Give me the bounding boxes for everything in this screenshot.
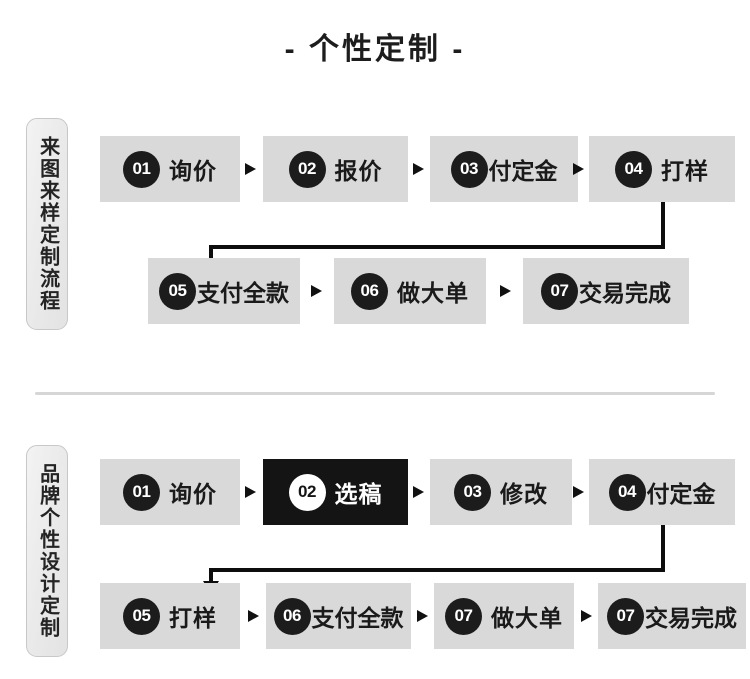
- arrow-right-icon: [417, 610, 428, 622]
- step-label: 打样: [661, 158, 709, 184]
- step-box-s2-03[interactable]: 03 修改: [430, 459, 572, 525]
- step-label: 询价: [169, 158, 217, 184]
- connector-vertical-right: [661, 202, 665, 249]
- arrow-right-icon: [413, 163, 424, 175]
- flow-row-1-1: 01 询价 02 报价 03 付定金 04 打样: [0, 136, 750, 202]
- step-number-badge: 07: [445, 597, 482, 635]
- page-title: - 个性定制 -: [284, 33, 466, 66]
- step-label: 支付全款: [197, 280, 289, 306]
- step-label: 做大单: [491, 605, 563, 631]
- arrow-right-icon: [245, 163, 256, 175]
- connector-vertical-left: [209, 245, 213, 261]
- step-box-s2-07b[interactable]: 07 交易完成: [598, 583, 746, 649]
- step-label: 报价: [334, 158, 383, 184]
- connector-horizontal: [209, 245, 665, 249]
- flow-row-1-2: 05 支付全款 06 做大单 07 交易完成: [0, 258, 750, 324]
- step-label: 交易完成: [645, 605, 737, 631]
- arrow-right-icon: [581, 610, 592, 622]
- step-box-s2-04[interactable]: 04 付定金: [589, 459, 735, 525]
- flow-section-custom-from-image: 来图来样定制流程 01 询价 02 报价 03 付定金 04 打样: [0, 110, 750, 340]
- step-box-s1-05[interactable]: 05 支付全款: [148, 258, 300, 324]
- step-label: 询价: [169, 481, 217, 507]
- arrow-right-icon: [311, 285, 322, 297]
- step-box-s1-06[interactable]: 06 做大单: [334, 258, 486, 324]
- step-number-badge: 04: [615, 150, 652, 188]
- section-side-label-text-1: 来图来样定制流程: [36, 136, 59, 312]
- section-side-label-1: 来图来样定制流程: [26, 118, 68, 330]
- step-label: 付定金: [646, 481, 716, 507]
- step-number-badge: 03: [450, 150, 488, 188]
- arrow-right-icon: [573, 486, 584, 498]
- step-number-badge: 06: [351, 272, 388, 310]
- connector-vertical-left: [209, 568, 213, 584]
- step-box-s2-06[interactable]: 06 支付全款: [266, 583, 411, 649]
- step-label: 交易完成: [579, 280, 671, 306]
- step-number-badge: 05: [159, 272, 196, 310]
- step-label: 选稿: [334, 481, 383, 507]
- flow-row-2-1: 01 询价 02 选稿 03 修改 04 付定金: [0, 459, 750, 525]
- step-box-s2-07a[interactable]: 07 做大单: [434, 583, 574, 649]
- step-number-badge: 01: [123, 150, 160, 188]
- step-box-s1-03[interactable]: 03 付定金: [430, 136, 578, 202]
- arrow-right-icon: [248, 610, 259, 622]
- flow-row-2-2: 05 打样 06 支付全款 07 做大单 07 交易完成: [0, 583, 750, 649]
- step-number-badge: 03: [454, 473, 491, 511]
- step-box-s1-07[interactable]: 07 交易完成: [523, 258, 689, 324]
- arrow-right-icon: [245, 486, 256, 498]
- section-side-label-text-2: 品牌个性设计定制: [36, 463, 59, 639]
- arrow-right-icon: [573, 163, 584, 175]
- section-divider: [35, 392, 715, 395]
- flow-section-brand-custom-design: 品牌个性设计定制 01 询价 02 选稿 03 修改 04 付定金: [0, 437, 750, 667]
- step-number-badge: 01: [123, 473, 160, 511]
- step-number-badge: 06: [273, 597, 311, 635]
- step-number-badge: 05: [123, 597, 160, 635]
- step-number-badge: 07: [607, 597, 644, 635]
- step-box-s1-02[interactable]: 02 报价: [263, 136, 408, 202]
- step-number-badge: 04: [608, 473, 646, 511]
- step-label: 支付全款: [311, 605, 404, 631]
- step-box-s1-04[interactable]: 04 打样: [589, 136, 735, 202]
- step-box-s1-01[interactable]: 01 询价: [100, 136, 240, 202]
- step-label: 修改: [500, 481, 548, 507]
- connector-vertical-right: [661, 525, 665, 572]
- step-number-badge: 02: [288, 473, 326, 511]
- section-side-label-2: 品牌个性设计定制: [26, 445, 68, 657]
- step-box-s2-02-highlighted[interactable]: 02 选稿: [263, 459, 408, 525]
- connector-horizontal: [209, 568, 665, 572]
- step-number-badge: 02: [288, 150, 326, 188]
- step-number-badge: 07: [541, 272, 578, 310]
- arrow-right-icon: [413, 486, 424, 498]
- step-label: 做大单: [397, 280, 469, 306]
- arrow-right-icon: [500, 285, 511, 297]
- step-box-s2-01[interactable]: 01 询价: [100, 459, 240, 525]
- step-label: 付定金: [488, 158, 558, 184]
- step-box-s2-05[interactable]: 05 打样: [100, 583, 240, 649]
- step-label: 打样: [169, 605, 217, 631]
